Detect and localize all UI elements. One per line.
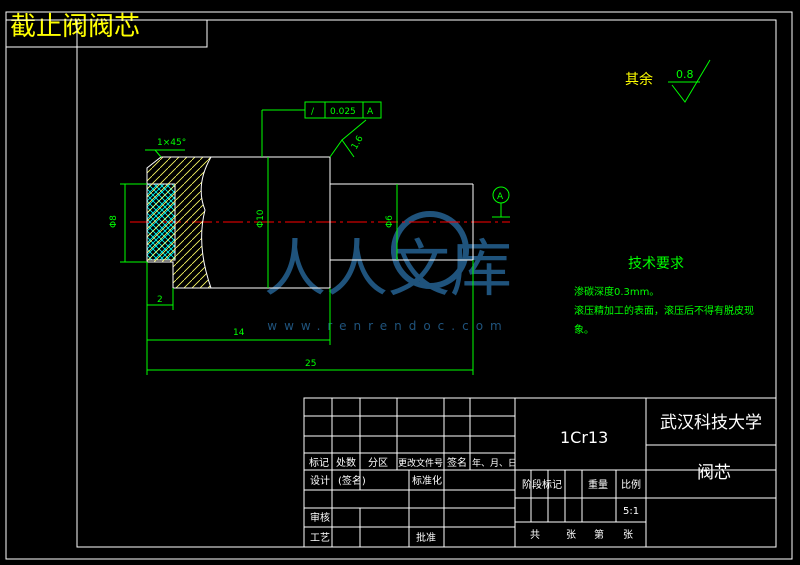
- part-name: 阀芯: [697, 463, 731, 483]
- scale-value: 5:1: [623, 506, 639, 517]
- dim-len-25: 25: [305, 359, 316, 369]
- sheet-unit-1: 张: [566, 529, 576, 541]
- dimension-lines: [120, 59, 711, 375]
- watermark: 人人文库 www.renrendoc.com: [264, 211, 512, 333]
- page-title: 截止阀阀芯: [10, 12, 141, 42]
- roughness-value: 0.8: [676, 68, 694, 81]
- tol-datum: A: [367, 107, 374, 117]
- tech-requirements: 技术要求 渗碳深度0.3mm。 滚压精加工的表面，滚压后不得有脱皮现 象。: [574, 256, 754, 336]
- title-block: [303, 397, 777, 548]
- roughness-note: 其余 0.8: [625, 68, 694, 88]
- scale-label: 比例: [621, 478, 641, 491]
- dim-len-small: 2: [157, 295, 163, 305]
- process-label: 工艺: [310, 532, 330, 544]
- watermark-circle: [391, 211, 469, 289]
- dim-dia-right: Φ6: [385, 215, 395, 228]
- review-label: 审核: [310, 511, 330, 524]
- part-geometry: [146, 156, 474, 289]
- sheet-total: 共: [530, 529, 540, 541]
- hdr-doc: 更改文件号: [398, 457, 443, 469]
- watermark-text: 人人文库: [264, 232, 512, 305]
- sheet-no: 第: [594, 528, 604, 541]
- watermark-url: www.renrendoc.com: [267, 319, 508, 333]
- weight-label: 重量: [588, 478, 608, 491]
- dim-len-14: 14: [233, 328, 245, 338]
- hdr-count: 处数: [336, 456, 356, 469]
- design-sign: (签名): [338, 474, 366, 487]
- tech-line-1: 渗碳深度0.3mm。: [574, 285, 659, 298]
- dim-dia-mid: Φ10: [256, 209, 266, 228]
- hdr-sign: 签名: [447, 456, 467, 469]
- title-label-box: [5, 19, 208, 48]
- datum-label: A: [497, 192, 504, 202]
- roughness-label: 其余: [625, 71, 653, 88]
- material: 1Cr13: [560, 428, 608, 447]
- outer-frame: [5, 11, 793, 560]
- hatch-diagonal: [146, 156, 212, 289]
- title-block-texts: 1Cr13 武汉科技大学 阀芯 标记 处数 分区 更改文件号 签名 年、月、日 …: [309, 413, 762, 544]
- hdr-date: 年、月、日: [472, 457, 517, 469]
- tech-line-3: 象。: [574, 324, 594, 336]
- design-label: 设计: [310, 474, 330, 487]
- chamfer-label: 1×45°: [157, 138, 186, 148]
- tech-title: 技术要求: [628, 256, 684, 272]
- hdr-zone: 分区: [368, 457, 388, 469]
- university: 武汉科技大学: [660, 413, 762, 433]
- dim-dia-left: Φ8: [109, 215, 119, 228]
- tech-line-2: 滚压精加工的表面，滚压后不得有脱皮现: [574, 304, 754, 317]
- standardization: 标准化: [412, 474, 442, 487]
- tol-value: 0.025: [330, 107, 356, 117]
- tol-symbol: /: [311, 107, 315, 117]
- sheet-unit-2: 张: [623, 529, 633, 541]
- stage-label: 阶段标记: [522, 478, 562, 491]
- hdr-mark: 标记: [309, 457, 329, 469]
- roughness-side: 1.6: [350, 134, 366, 152]
- approve-label: 批准: [416, 531, 436, 544]
